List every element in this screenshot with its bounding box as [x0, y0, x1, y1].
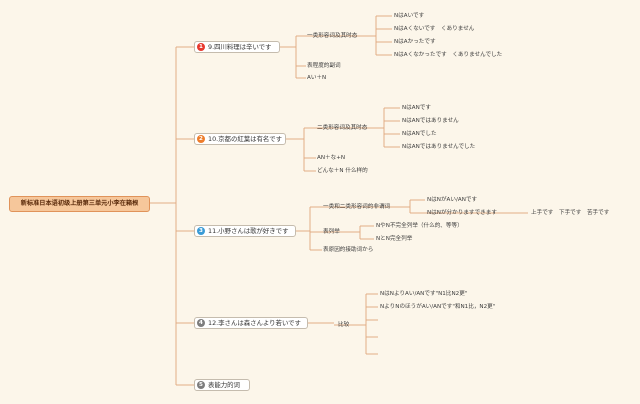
- number-badge-icon: 2: [197, 135, 205, 143]
- leaf-topic[interactable]: NはANではありません: [402, 118, 459, 124]
- leaf-topic[interactable]: NとN完全列举: [376, 236, 413, 242]
- branch-topic-4[interactable]: 4 12.李さんは森さんより若いです: [194, 317, 308, 329]
- branch-label: 11.小野さんは歌が好きです: [208, 227, 289, 235]
- branch-label: 9.四川料理は辛いです: [208, 43, 272, 51]
- subtopic[interactable]: 表列举: [323, 229, 340, 235]
- subtopic[interactable]: 比较: [338, 322, 350, 328]
- leaf-topic[interactable]: NはANではありませんでした: [402, 144, 476, 150]
- leaf-topic[interactable]: NよりNのほうがAい/ANです"和N1比，N2更": [380, 304, 496, 310]
- subtopic[interactable]: どんな＋N 什么样的: [317, 168, 368, 174]
- branch-topic-3[interactable]: 3 11.小野さんは歌が好きです: [194, 225, 296, 237]
- number-badge-icon: 1: [197, 43, 205, 51]
- subtopic[interactable]: 表原因的接助词から: [323, 247, 374, 253]
- root-topic[interactable]: 新标准日本语初级上册第三单元小李在箱根: [9, 196, 150, 212]
- leaf-topic[interactable]: NはNがAい/ANです: [427, 197, 478, 203]
- leaf-topic[interactable]: NはAいです: [394, 13, 425, 19]
- subtopic[interactable]: 一类形容词及其时态: [307, 33, 358, 39]
- branch-topic-2[interactable]: 2 10.京都の紅葉は有名です: [194, 133, 286, 145]
- subtopic[interactable]: AN＋な+N: [317, 155, 346, 161]
- number-badge-icon: 4: [197, 319, 205, 327]
- leaf-topic[interactable]: NはAくないです くありません: [394, 26, 475, 32]
- leaf-topic[interactable]: NはAかったです: [394, 39, 436, 45]
- number-badge-icon: 5: [197, 381, 205, 389]
- leaf-topic[interactable]: NはANです: [402, 105, 431, 111]
- branch-label: 10.京都の紅葉は有名です: [208, 135, 283, 143]
- leaf-topic[interactable]: 上手です 下手です 苦手です: [531, 210, 610, 216]
- subtopic[interactable]: Aい＋N: [307, 75, 327, 81]
- branch-label: 12.李さんは森さんより若いです: [208, 319, 301, 327]
- leaf-topic[interactable]: NはANでした: [402, 131, 437, 137]
- subtopic[interactable]: 二类形容词及其时态: [317, 125, 368, 131]
- leaf-topic[interactable]: NはNよりAい/ANです"N1比N2更": [380, 291, 468, 297]
- branch-label: 表能力的词: [208, 381, 240, 389]
- subtopic[interactable]: 表程度的副词: [307, 63, 341, 69]
- subtopic[interactable]: 一类和二类形容词的非谓词: [323, 204, 391, 210]
- number-badge-icon: 3: [197, 227, 205, 235]
- leaf-topic[interactable]: NはAくなかったです くありませんでした: [394, 52, 503, 58]
- leaf-topic[interactable]: NやN不完全列举（什么的、等等）: [376, 223, 463, 229]
- leaf-topic[interactable]: NはNが分かりますできます: [427, 210, 497, 216]
- branch-topic-1[interactable]: 1 9.四川料理は辛いです: [194, 41, 280, 53]
- branch-topic-5[interactable]: 5 表能力的词: [194, 379, 250, 391]
